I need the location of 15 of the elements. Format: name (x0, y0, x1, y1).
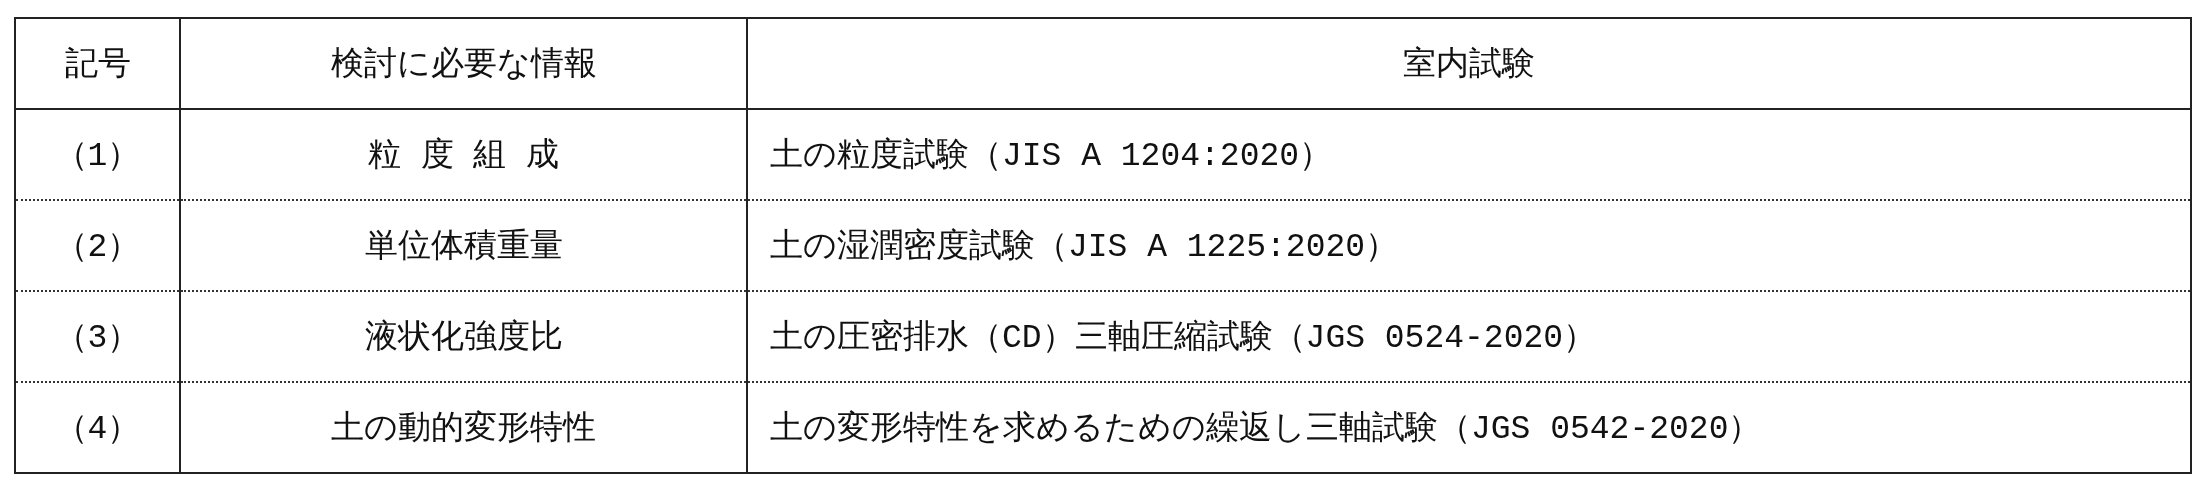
table-cell: 土の圧密排水（CD）三軸圧縮試験（JGS 0524-2020） (747, 291, 2191, 382)
table-cell: 土の湿潤密度試験（JIS A 1225:2020） (747, 200, 2191, 291)
header-cell: 記号 (15, 18, 180, 109)
table-cell: （3） (15, 291, 180, 382)
table-cell: （4） (15, 382, 180, 473)
table-cell: 液状化強度比 (180, 291, 747, 382)
table-cell: 土の変形特性を求めるための繰返し三軸試験（JGS 0542-2020） (747, 382, 2191, 473)
table-cell: 単位体積重量 (180, 200, 747, 291)
table-cell: （1） (15, 109, 180, 200)
table-cell: 粒 度 組 成 (180, 109, 747, 200)
table-cell: 土の粒度試験（JIS A 1204:2020） (747, 109, 2191, 200)
header-cell: 検討に必要な情報 (180, 18, 747, 109)
table-cell: （2） (15, 200, 180, 291)
header-cell: 室内試験 (747, 18, 2191, 109)
table-cell: 土の動的変形特性 (180, 382, 747, 473)
